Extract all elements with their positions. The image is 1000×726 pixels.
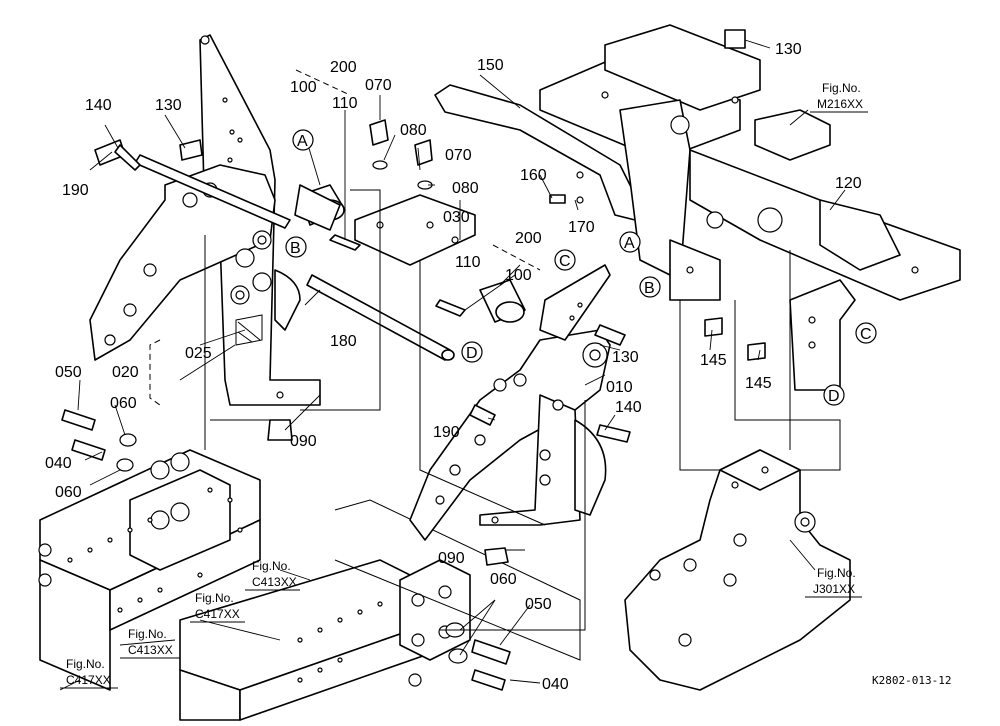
label-110: 110 (455, 254, 481, 271)
label-060: 060 (110, 395, 137, 412)
label-090: 090 (290, 433, 317, 450)
hitch-housing (624, 449, 851, 691)
ref-c: C (860, 326, 872, 343)
ref-d: D (466, 345, 478, 362)
label-190: 190 (62, 182, 89, 199)
label-020: 020 (112, 364, 139, 381)
ref-a: A (624, 235, 635, 252)
ref-d: D (828, 388, 840, 405)
label-200: 200 (515, 230, 542, 247)
label-160: 160 (520, 167, 547, 184)
top-right-frame (539, 24, 961, 391)
label-070: 070 (365, 77, 392, 94)
label-180: 180 (330, 333, 357, 350)
fig-title: Fig.No. (252, 559, 291, 573)
label-150: 150 (477, 57, 504, 74)
fig-code: J301XX (813, 582, 855, 596)
label-025: 025 (185, 345, 212, 362)
label-070: 070 (445, 147, 472, 164)
fig-title: Fig.No. (66, 657, 105, 671)
fig-code: C417XX (66, 673, 111, 687)
label-130: 130 (155, 97, 182, 114)
chassis-frame (38, 449, 581, 721)
label-030: 030 (443, 209, 470, 226)
ref-b: B (290, 240, 301, 257)
label-200: 200 (330, 59, 357, 76)
label-090: 090 (438, 550, 465, 567)
fig-title: Fig.No. (128, 627, 167, 641)
fig-code: C417XX (195, 607, 240, 621)
fig-code: C413XX (252, 575, 297, 589)
label-050: 050 (55, 364, 82, 381)
construction-lines (204, 189, 841, 631)
label-050: 050 (525, 596, 552, 613)
label-140: 140 (615, 399, 642, 416)
label-120: 120 (835, 175, 862, 192)
label-060: 060 (55, 484, 82, 501)
label-100: 100 (290, 79, 317, 96)
drawing-code: K2802-013-12 (872, 674, 951, 687)
label-145: 145 (700, 352, 727, 369)
leader-lines (59, 39, 846, 691)
fig-code: M216XX (817, 97, 863, 111)
fig-title: Fig.No. (195, 591, 234, 605)
label-190: 190 (433, 424, 460, 441)
ref-c: C (559, 253, 571, 270)
part-labels: 140 190 130 100 200 110 070 080 070 080 … (45, 41, 862, 693)
ref-b: B (644, 280, 655, 297)
label-100: 100 (505, 267, 532, 284)
label-080: 080 (400, 122, 427, 139)
fig-title: Fig.No. (822, 81, 861, 95)
label-110: 110 (332, 95, 358, 112)
fig-code: C413XX (128, 643, 173, 657)
label-060: 060 (490, 571, 517, 588)
figure-references: Fig.No. M216XX Fig.No. J301XX Fig.No. C4… (60, 81, 868, 689)
label-170: 170 (568, 219, 595, 236)
fig-title: Fig.No. (817, 566, 856, 580)
label-080: 080 (452, 180, 479, 197)
label-130: 130 (612, 349, 639, 366)
label-010: 010 (606, 379, 633, 396)
reference-markers: A B C D A B C D (285, 129, 877, 406)
label-130: 130 (775, 41, 802, 58)
label-140: 140 (85, 97, 112, 114)
label-040: 040 (542, 676, 569, 693)
ref-a: A (297, 133, 308, 150)
label-145: 145 (745, 375, 772, 392)
shafts (134, 154, 526, 361)
label-040: 040 (45, 455, 72, 472)
fasteners (61, 29, 766, 691)
